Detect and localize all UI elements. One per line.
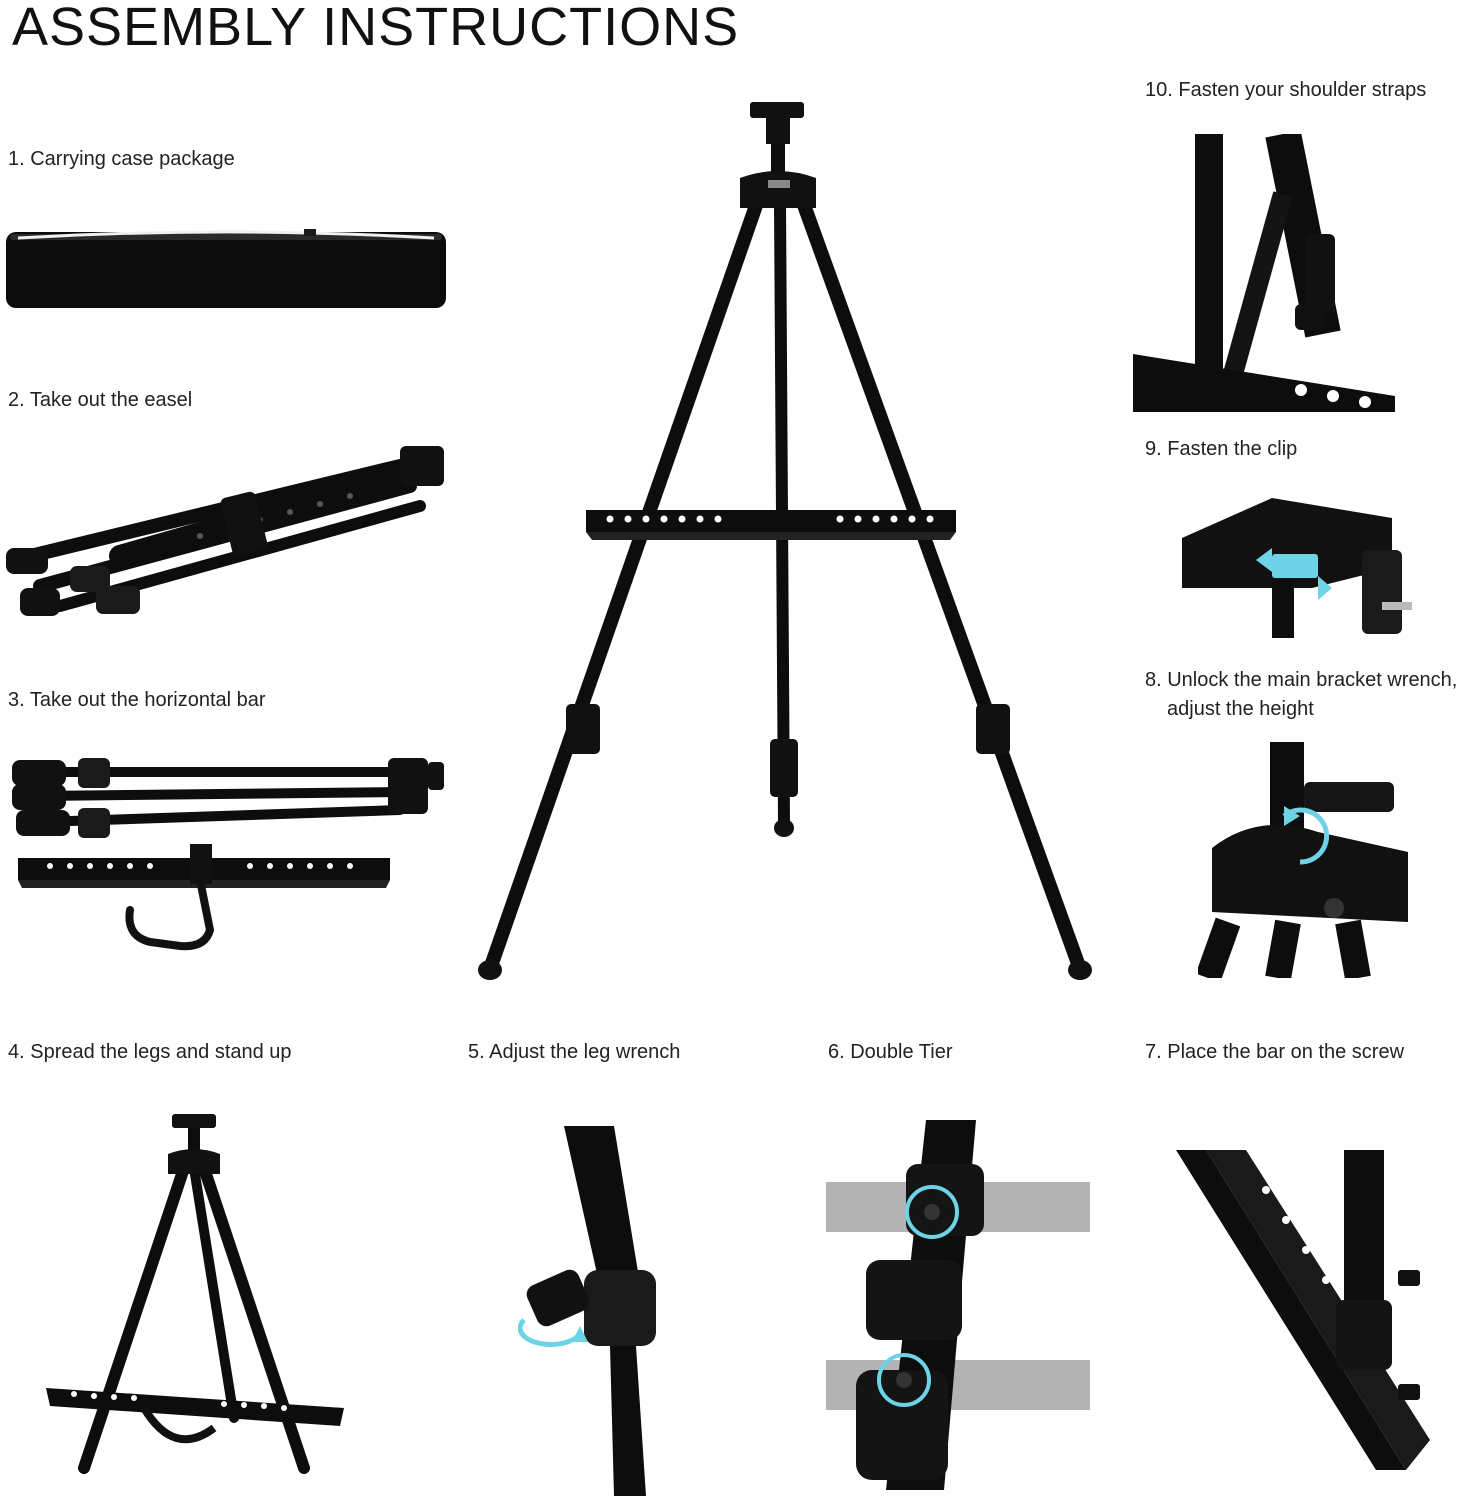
- legs-and-bar-image: [0, 752, 454, 952]
- page-title: ASSEMBLY INSTRUCTIONS: [12, 0, 740, 57]
- step-7-label: 7. Place the bar on the screw: [1145, 1041, 1405, 1063]
- clip-image: [1182, 488, 1422, 638]
- carrying-case-image: [4, 226, 450, 312]
- double-tier-image: [826, 1120, 1090, 1490]
- step-10-label: 10. Fasten your shoulder straps: [1145, 79, 1427, 101]
- step-3-label: 3. Take out the horizontal bar: [8, 689, 266, 711]
- bar-on-screw-image: [1176, 1150, 1430, 1500]
- step-8-label: 8. Unlock the main bracket wrench, adjus…: [1145, 666, 1457, 724]
- shoulder-strap-image: [1133, 134, 1395, 412]
- step-4-label: 4. Spread the legs and stand up: [8, 1041, 292, 1063]
- step-1-label: 1. Carrying case package: [8, 148, 235, 170]
- step-8-label-line2: adjust the height: [1167, 698, 1314, 720]
- folded-easel-image: [0, 436, 454, 636]
- leg-wrench-image: [518, 1126, 688, 1496]
- step-6-label: 6. Double Tier: [828, 1041, 953, 1063]
- step-8-label-line1: 8. Unlock the main bracket wrench,: [1145, 669, 1458, 691]
- step-9-label: 9. Fasten the clip: [1145, 438, 1298, 460]
- bracket-wrench-image: [1198, 742, 1420, 978]
- step-2-label: 2. Take out the easel: [8, 389, 193, 411]
- standing-easel-image: [470, 94, 1110, 994]
- spread-easel-image: [44, 1108, 354, 1488]
- step-5-label: 5. Adjust the leg wrench: [468, 1041, 681, 1063]
